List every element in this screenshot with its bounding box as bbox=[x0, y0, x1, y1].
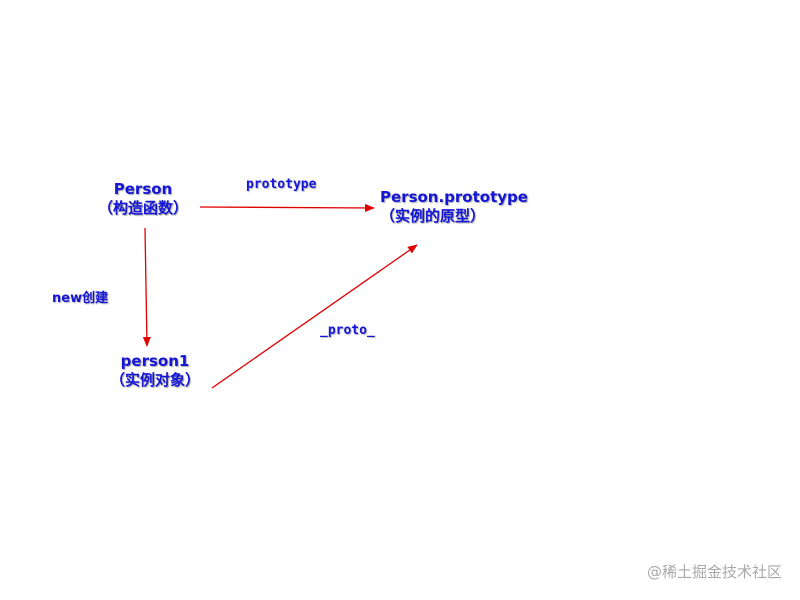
node-person1-name: person1 bbox=[120, 352, 190, 370]
edge-label-new: new创建 bbox=[52, 291, 109, 306]
watermark: @稀土掘金技术社区 bbox=[646, 563, 782, 581]
node-person-prototype: Person.prototype （实例的原型） bbox=[380, 188, 528, 226]
arrow-person-to-person1 bbox=[142, 227, 151, 347]
node-person-prototype-name: Person.prototype bbox=[380, 188, 528, 206]
node-person: Person （构造函数） bbox=[68, 180, 218, 218]
arrow-person-to-prototype bbox=[199, 203, 375, 212]
node-person-prototype-desc: （实例的原型） bbox=[380, 207, 486, 225]
node-person-name: Person bbox=[113, 180, 173, 198]
node-person1-desc: （实例对象） bbox=[109, 371, 200, 389]
arrow-person1-to-prototype bbox=[211, 244, 418, 389]
edge-label-proto: _proto_ bbox=[320, 323, 375, 338]
edge-label-prototype: prototype bbox=[246, 177, 317, 192]
node-person1: person1 （实例对象） bbox=[95, 352, 215, 390]
node-person-desc: （构造函数） bbox=[97, 199, 188, 217]
